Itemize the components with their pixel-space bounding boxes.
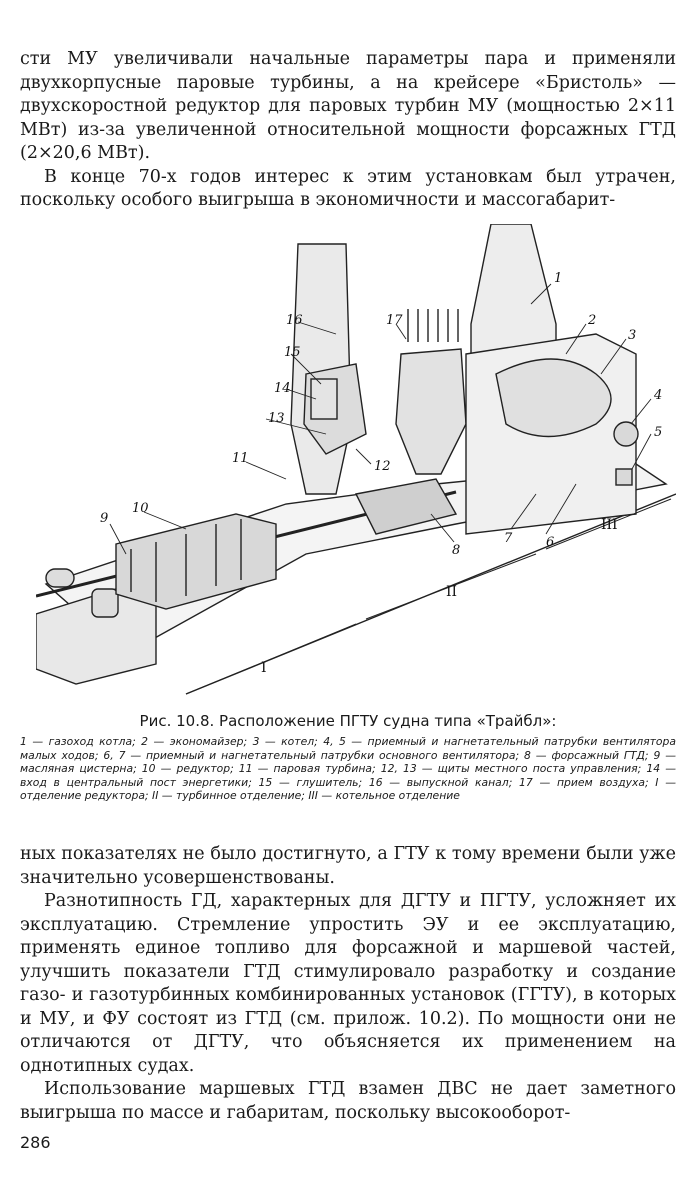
paragraph: ных показателях не было достигнуто, а ГТ… — [20, 844, 676, 888]
callout-11: 11 — [232, 451, 249, 466]
callout-6: 6 — [546, 535, 554, 550]
section-label-2: II — [446, 584, 457, 600]
figure-caption-legend: 1 — газоход котла; 2 — экономайзер; 3 — … — [20, 735, 676, 802]
callout-7: 7 — [504, 531, 513, 546]
callout-13: 13 — [268, 411, 285, 426]
page-number: 286 — [20, 1133, 51, 1152]
boiler-uptake — [470, 224, 557, 355]
callout-1: 1 — [554, 271, 562, 286]
ship-plant-layout-figure: 1 2 3 4 5 6 7 8 9 10 11 12 13 14 15 16 1… — [36, 224, 676, 695]
air-intake — [395, 348, 467, 475]
paragraph: Использование маршевых ГТД взамен ДВС не… — [20, 1079, 676, 1123]
callout-10: 10 — [132, 501, 149, 516]
section-label-3: III — [601, 517, 618, 533]
boost-gas-turbine — [354, 478, 458, 535]
callout-9: 9 — [100, 511, 108, 526]
paragraph: Разнотипность ГД, характерных для ДГТУ и… — [20, 891, 676, 1076]
figure-caption-title: Рис. 10.8. Расположение ПГТУ судна типа … — [139, 712, 557, 730]
paragraph: сти МУ увеличивали начальные параметры п… — [20, 49, 676, 163]
callout-12: 12 — [374, 459, 391, 474]
callout-2: 2 — [587, 313, 596, 328]
reduction-gear — [115, 513, 277, 610]
callout-5: 5 — [654, 425, 662, 440]
callout-8: 8 — [452, 543, 460, 558]
callout-17: 17 — [386, 313, 403, 328]
body-text-top: сти МУ увеличивали начальные параметры п… — [20, 48, 676, 213]
callout-16: 16 — [286, 313, 303, 328]
callout-3: 3 — [628, 328, 636, 343]
body-text-bottom: ных показателях не было достигнуто, а ГТ… — [20, 843, 676, 1125]
section-label-1: I — [261, 660, 267, 676]
paragraph: В конце 70-х годов интерес к этим устано… — [20, 166, 676, 211]
callout-14: 14 — [274, 381, 291, 396]
callout-15: 15 — [284, 345, 301, 360]
callout-4: 4 — [653, 388, 662, 403]
